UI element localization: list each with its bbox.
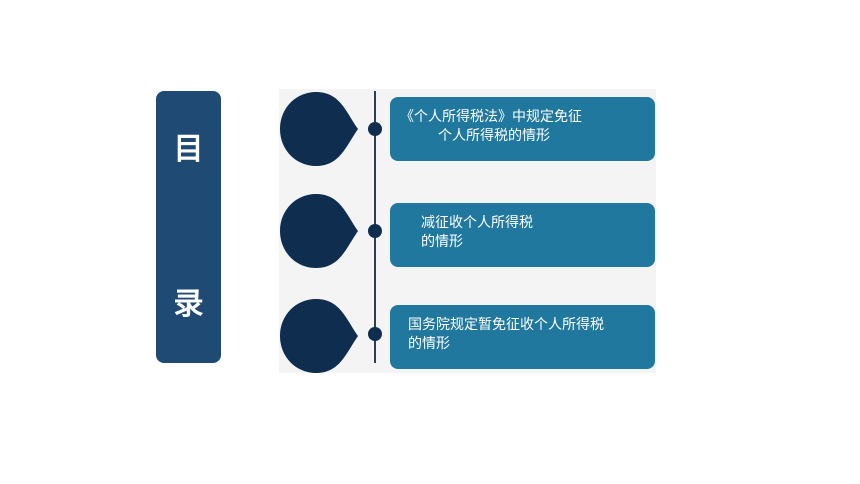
timeline-dot-icon — [368, 224, 382, 238]
timeline-dot-icon — [368, 122, 382, 136]
toc-item-3[interactable]: 国务院规定暂免征收个人所得税 的情形 — [390, 305, 655, 369]
toc-title-char-1: 目 — [173, 132, 204, 167]
toc-item-1-line-2: 个人所得税的情形 — [438, 128, 550, 144]
teardrop-marker-icon — [280, 299, 358, 373]
toc-item-1-line-1: 《个人所得税法》中规定免征 — [400, 109, 582, 125]
toc-item-2-line-2: 的情形 — [421, 234, 463, 250]
teardrop-marker-icon — [280, 194, 358, 268]
teardrop-marker-icon — [280, 92, 358, 166]
toc-item-2-line-1: 减征收个人所得税 — [421, 215, 533, 231]
toc-item-2[interactable]: 减征收个人所得税 的情形 — [390, 203, 655, 267]
timeline-dot-icon — [368, 327, 382, 341]
toc-item-3-line-2: 的情形 — [408, 336, 450, 352]
toc-item-1[interactable]: 《个人所得税法》中规定免征 个人所得税的情形 — [390, 97, 655, 161]
toc-title-char-2: 录 — [173, 287, 204, 322]
toc-item-3-line-1: 国务院规定暂免征收个人所得税 — [408, 317, 604, 333]
toc-title-block: 目 录 — [156, 91, 221, 363]
